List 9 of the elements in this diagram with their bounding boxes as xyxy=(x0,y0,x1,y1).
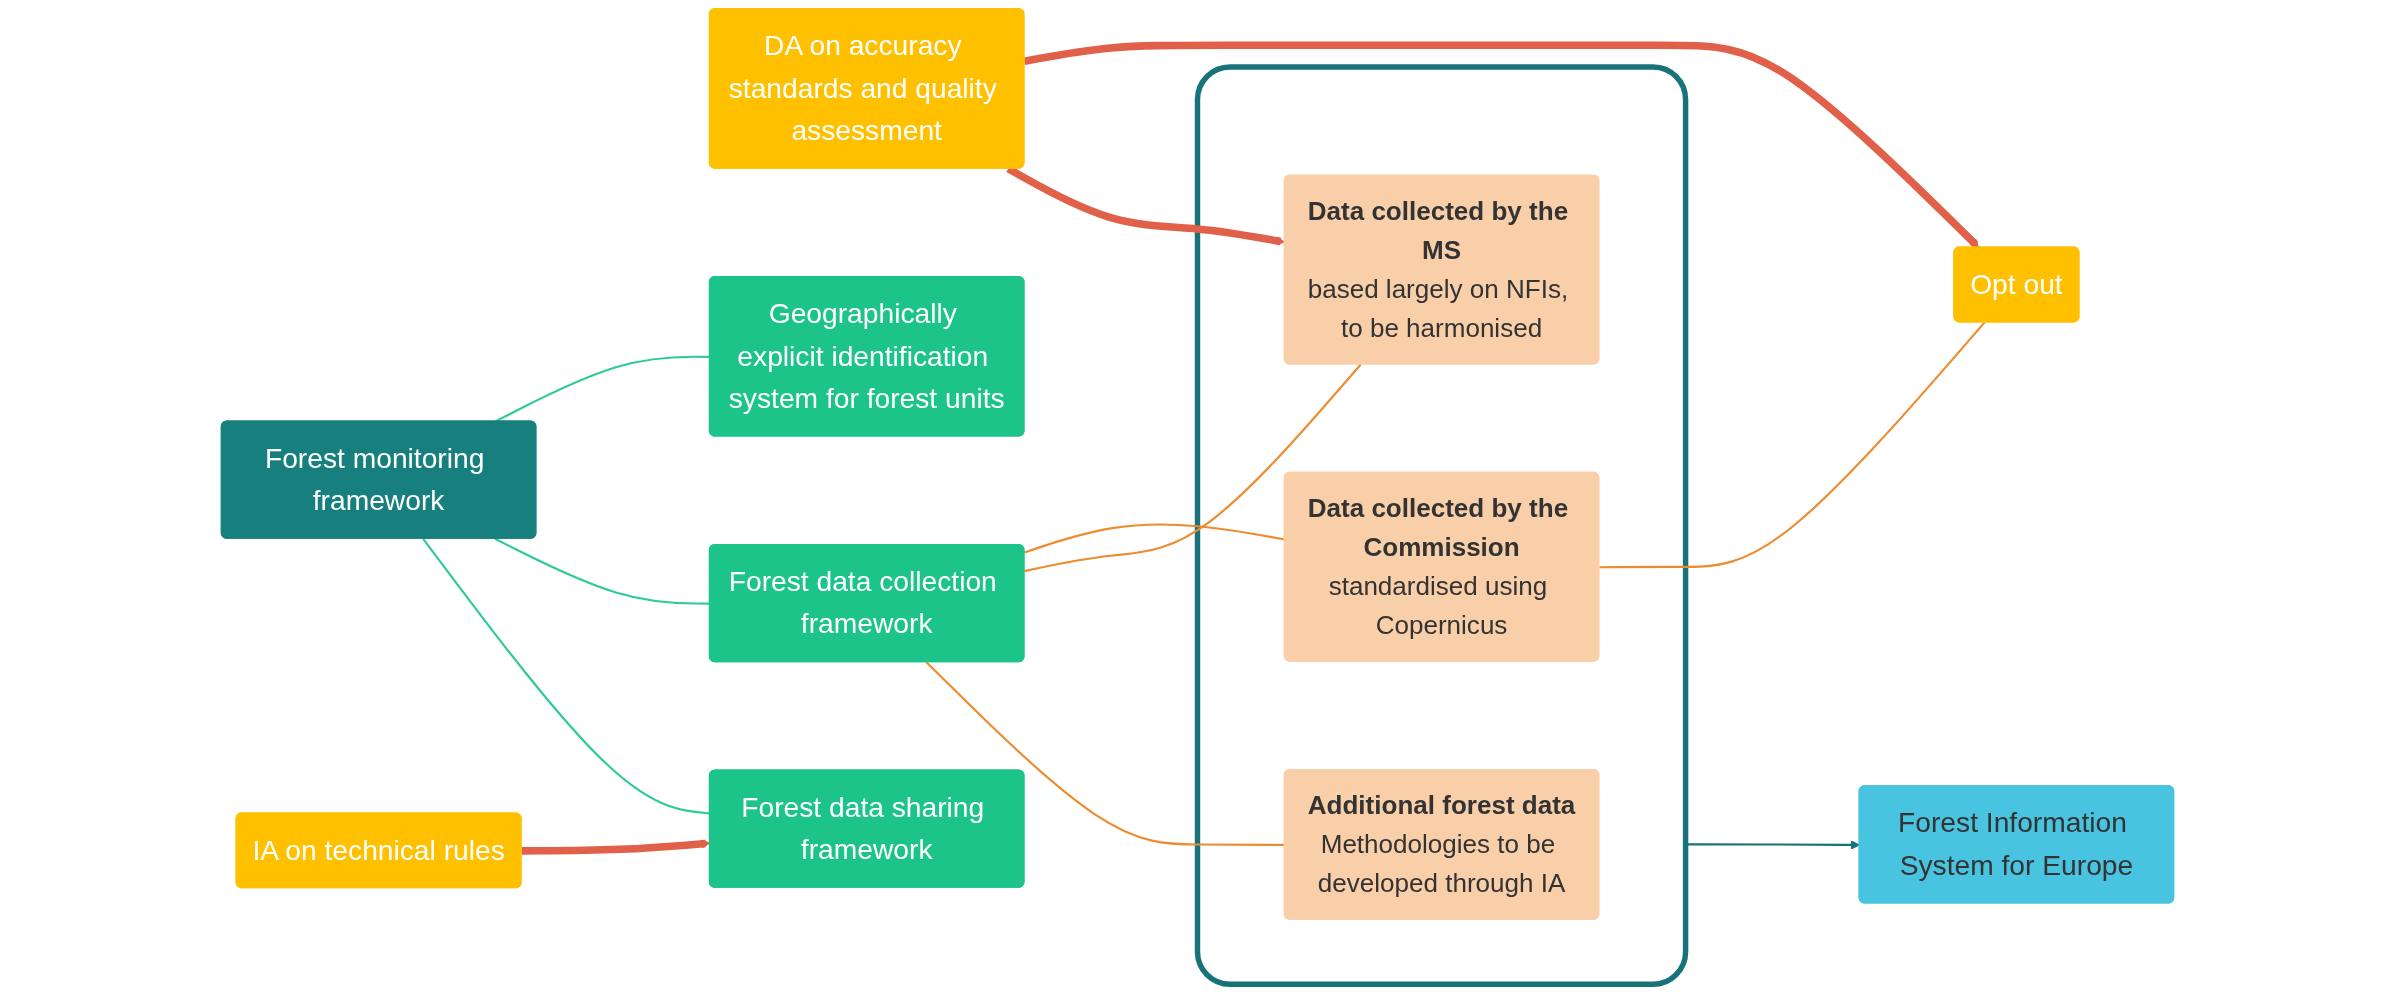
connector xyxy=(1024,363,1362,573)
connector xyxy=(1599,321,1986,569)
connector xyxy=(494,537,710,605)
connector xyxy=(494,355,710,423)
arrow xyxy=(521,839,711,855)
connector xyxy=(925,661,1285,847)
arrow xyxy=(1023,41,1980,248)
connector xyxy=(1024,523,1285,554)
cluster xyxy=(1194,64,1689,988)
